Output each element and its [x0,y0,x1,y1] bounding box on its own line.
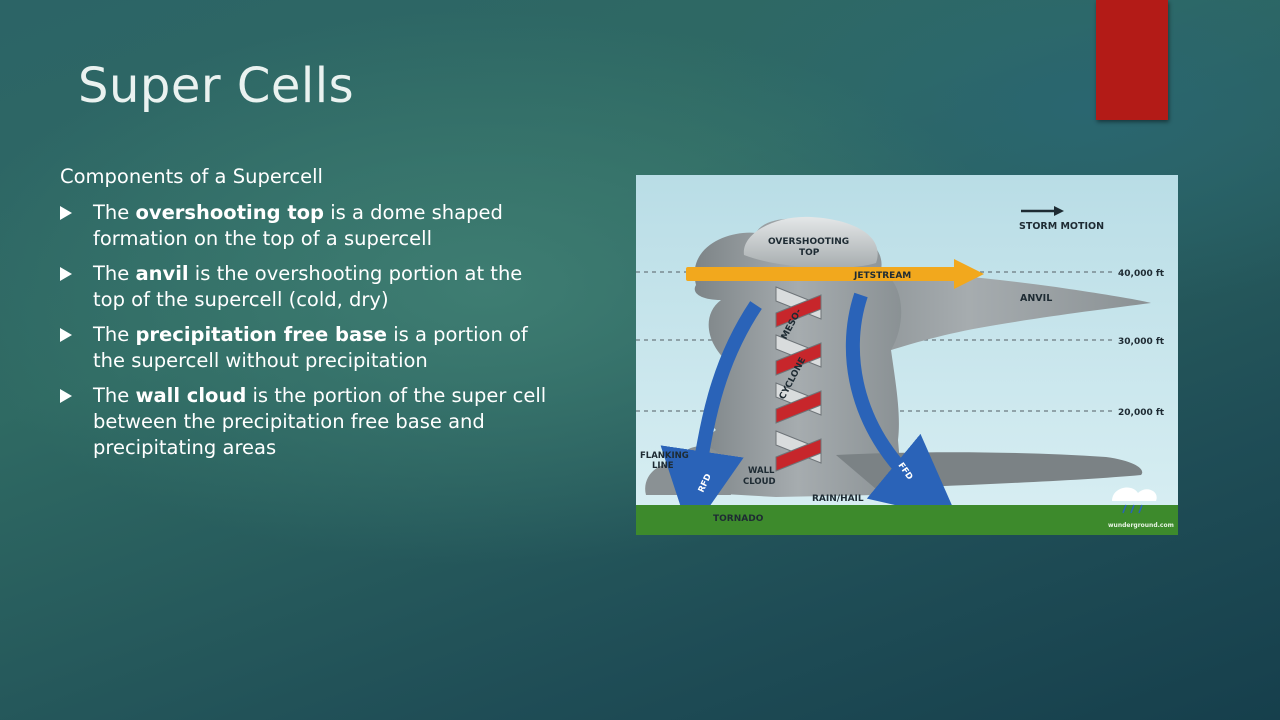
slide-title: Super Cells [78,58,355,114]
bullet-text: is a portion of the supercell without pr… [93,323,528,372]
bullet-arrow-icon [60,328,72,342]
label-overshooting: OVERSHOOTING [768,237,849,247]
bullet-term: overshooting top [135,201,325,224]
rfd-arrow [660,301,762,535]
bullet-anvil: The anvil is the overshooting portion at… [60,261,550,313]
slide-content: Components of a Supercell The overshooti… [60,164,550,470]
label-wall: WALL [748,466,775,476]
bullet-text: is the portion of the super cell between… [93,384,547,459]
label-credit: wunderground.com [1108,522,1174,529]
accent-tab [1096,0,1168,120]
bullet-text: is a dome shaped formation on the top of… [93,201,503,250]
label-cloud: CLOUD [743,477,776,487]
supercell-diagram: STORM MOTION OVERSHOOTING TOP JETSTREAM … [636,175,1178,535]
overshooting-top-dome [743,216,878,268]
label-alt-40k: 40,000 ft [1118,269,1165,279]
wunderground-logo [1112,487,1157,514]
label-jetstream: JETSTREAM [853,271,911,281]
bullet-text: The [93,384,136,407]
ffd-arrow [845,292,959,520]
bullet-term: precipitation free base [135,323,387,346]
mesocyclone-helix [775,286,822,472]
bullet-term: anvil [135,262,189,285]
bullet-text: is the overshooting portion at the top o… [93,262,523,311]
label-flanking: FLANKING [640,451,689,461]
subheading: Components of a Supercell [60,165,323,188]
label-tornado: TORNADO [713,514,764,524]
label-rain-hail: RAIN/HAIL [812,494,864,504]
bullet-wall-cloud: The wall cloud is the portion of the sup… [60,383,550,461]
ground [636,505,1178,535]
label-storm-motion: STORM MOTION [1019,221,1104,232]
bullet-text: The [93,323,136,346]
bullet-overshooting-top: The overshooting top is a dome shaped fo… [60,200,550,252]
bullet-arrow-icon [60,389,72,403]
bullet-arrow-icon [60,267,72,281]
jetstream-arrow [686,259,984,289]
bullet-text: The [93,262,136,285]
label-top: TOP [799,248,820,258]
label-alt-20k: 20,000 ft [1118,408,1165,418]
bullet-text: The [93,201,136,224]
label-alt-30k: 30,000 ft [1118,337,1165,347]
label-line: LINE [652,461,674,471]
label-anvil: ANVIL [1020,293,1052,304]
bullet-arrow-icon [60,206,72,220]
bullet-term: wall cloud [135,384,247,407]
bullet-list: The overshooting top is a dome shaped fo… [60,200,550,461]
bullet-precipitation-free-base: The precipitation free base is a portion… [60,322,550,374]
storm-motion-arrow [1021,206,1064,216]
